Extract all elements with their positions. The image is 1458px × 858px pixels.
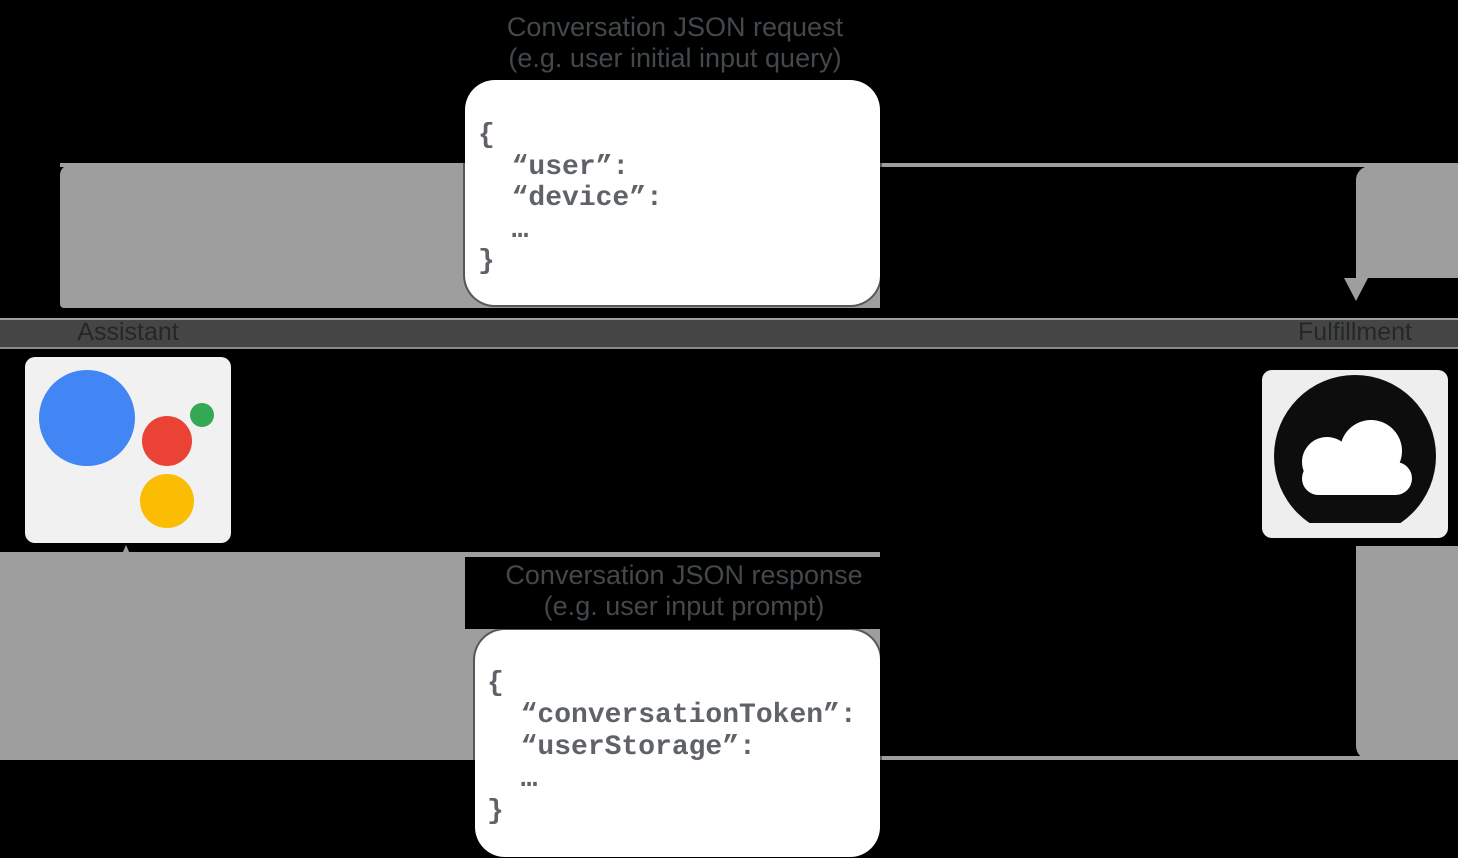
request-code-card: { “user”: “device”: … } bbox=[465, 80, 880, 305]
response-arrow-bottom-line bbox=[880, 756, 1458, 760]
response-code-card: { “conversationToken”: “userStorage”: … … bbox=[475, 630, 880, 857]
assistant-yellow-dot bbox=[140, 474, 194, 528]
response-label-line1: Conversation JSON response bbox=[505, 560, 863, 590]
request-json-code: { “user”: “device”: … } bbox=[478, 120, 663, 277]
cloud-badge bbox=[1274, 375, 1436, 523]
arrowhead-up-icon bbox=[115, 545, 137, 570]
fulfillment-label: Fulfillment bbox=[1298, 318, 1412, 346]
arrowhead-down-icon bbox=[1344, 278, 1368, 301]
response-label-backdrop bbox=[465, 557, 880, 629]
response-json-code: { “conversationToken”: “userStorage”: … … bbox=[487, 668, 857, 827]
endpoint-row-stripe bbox=[0, 318, 1458, 349]
response-flow-label: Conversation JSON response (e.g. user in… bbox=[505, 560, 862, 622]
cloud-glyph bbox=[1302, 462, 1412, 495]
assistant-label: Assistant bbox=[77, 318, 179, 346]
response-arrow-elbow bbox=[1356, 546, 1458, 760]
response-label-line2: (e.g. user input prompt) bbox=[543, 591, 825, 621]
google-assistant-logo bbox=[25, 357, 231, 543]
assistant-red-dot bbox=[142, 416, 192, 466]
request-arrow-elbow bbox=[1356, 166, 1458, 278]
google-cloud-icon bbox=[1262, 370, 1448, 538]
request-flow-label: Conversation JSON request (e.g. user ini… bbox=[507, 12, 843, 74]
assistant-green-dot bbox=[190, 403, 214, 427]
assistant-blue-dot bbox=[39, 370, 135, 466]
request-label-line2: (e.g. user initial input query) bbox=[508, 43, 842, 73]
request-label-line1: Conversation JSON request bbox=[506, 12, 844, 42]
